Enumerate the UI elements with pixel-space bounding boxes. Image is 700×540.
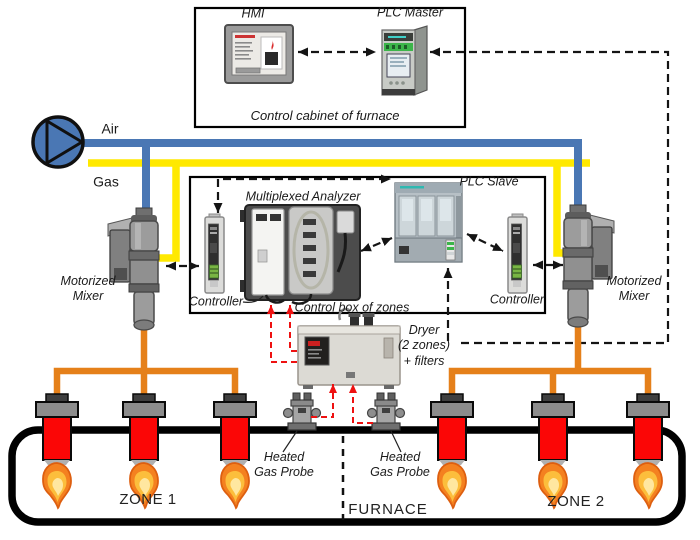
probe-right-device (366, 392, 406, 431)
analyzer-device (240, 204, 361, 305)
hmi-device (224, 24, 294, 84)
plc-slave-device (394, 182, 463, 263)
probe-left-leader (282, 430, 298, 453)
controller-left-device (204, 213, 225, 294)
signal-analyzer-plcslave (360, 236, 393, 253)
sample-lines (267, 305, 373, 424)
signal-lines (166, 47, 670, 345)
controller-left-leader (242, 295, 264, 304)
signal-plcmaster-loop (430, 47, 670, 345)
signal-plcslave-controller-left (213, 174, 391, 213)
sample-probe-right-dryer (349, 384, 373, 424)
furnace-body (8, 426, 686, 526)
probe-right-leader (390, 430, 402, 453)
air-fan-icon (31, 115, 85, 169)
signal-plcslave-controller-right (466, 233, 504, 252)
probe-left-device (282, 392, 322, 431)
sample-probe-left-dryer (311, 384, 337, 418)
sample-dryer-analyzer-1 (267, 305, 297, 363)
air-pipe (83, 139, 582, 213)
mixer-left-device (107, 207, 160, 331)
plc-master-device (381, 25, 428, 96)
dryer-device (297, 307, 401, 389)
controller-right-device (507, 213, 528, 294)
mixer-right-device (562, 204, 615, 328)
sample-dryer-analyzer-2 (286, 305, 297, 352)
